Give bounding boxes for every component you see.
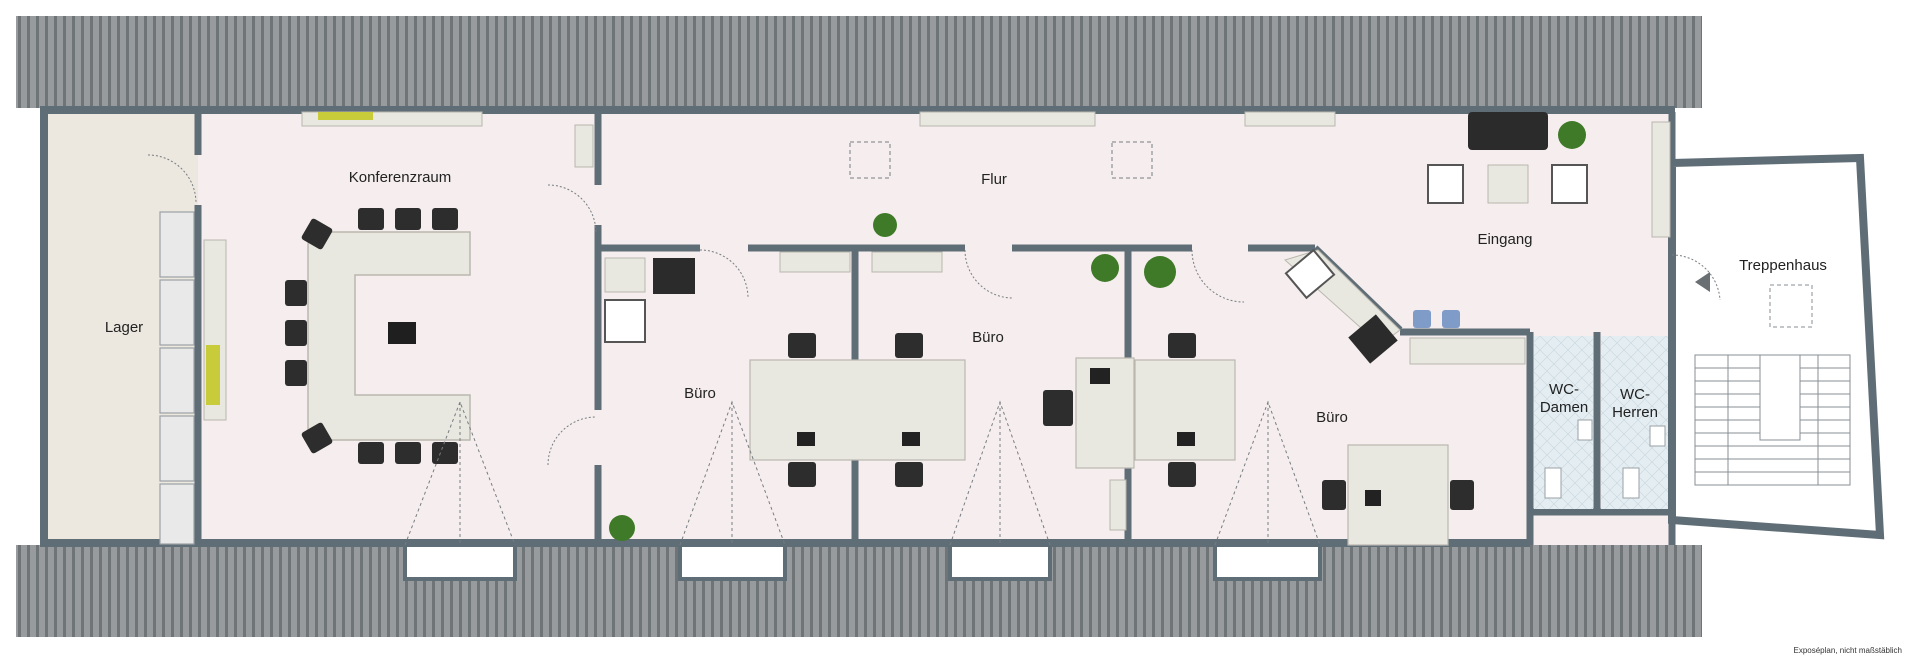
top-cabinets: [301, 111, 1671, 238]
projector-icon: [388, 322, 416, 344]
office-cabinet: [1109, 479, 1127, 531]
buero-left-furniture: [604, 251, 943, 541]
room-label-konferenzraum: Konferenzraum: [349, 169, 452, 186]
room-label-wc-herren-line1: WC-: [1620, 386, 1650, 403]
lager-shelves: [159, 211, 195, 545]
roof-bottom: [16, 545, 1702, 637]
binders-top-icon: [318, 112, 373, 120]
room-label-wc-herren-line2: Herren: [1612, 404, 1658, 421]
reception-counter: [1284, 248, 1526, 365]
binders-icon: [206, 345, 220, 405]
dormer-lines: [404, 400, 1321, 546]
door-swings: [147, 154, 1721, 466]
room-label-flur: Flur: [981, 171, 1007, 188]
room-label-buero-right: Büro: [1316, 409, 1348, 426]
outer-walls: [40, 106, 1675, 547]
laptops-and-monitors: [797, 368, 1381, 506]
wc-fixtures: [1544, 419, 1666, 499]
footer-note: Exposéplan, nicht maßstäblich: [1793, 646, 1903, 655]
conference-chairs: [285, 208, 458, 464]
lounge: [1427, 112, 1588, 204]
room-label-buero-left: Büro: [684, 385, 716, 402]
plants: [873, 213, 1176, 288]
skylights: [849, 141, 1153, 179]
room-label-buero-middle: Büro: [972, 329, 1004, 346]
room-label-wc-damen-line1: WC-: [1549, 381, 1579, 398]
room-label-eingang: Eingang: [1477, 231, 1532, 248]
desk-chairs: [788, 333, 1474, 510]
room-label-wc-damen-line2: Damen: [1540, 399, 1588, 416]
room-label-lager: Lager: [105, 319, 143, 336]
room-label-treppenhaus: Treppenhaus: [1739, 257, 1827, 274]
roof-top: [16, 16, 1702, 108]
stairwell: [1668, 153, 1885, 540]
